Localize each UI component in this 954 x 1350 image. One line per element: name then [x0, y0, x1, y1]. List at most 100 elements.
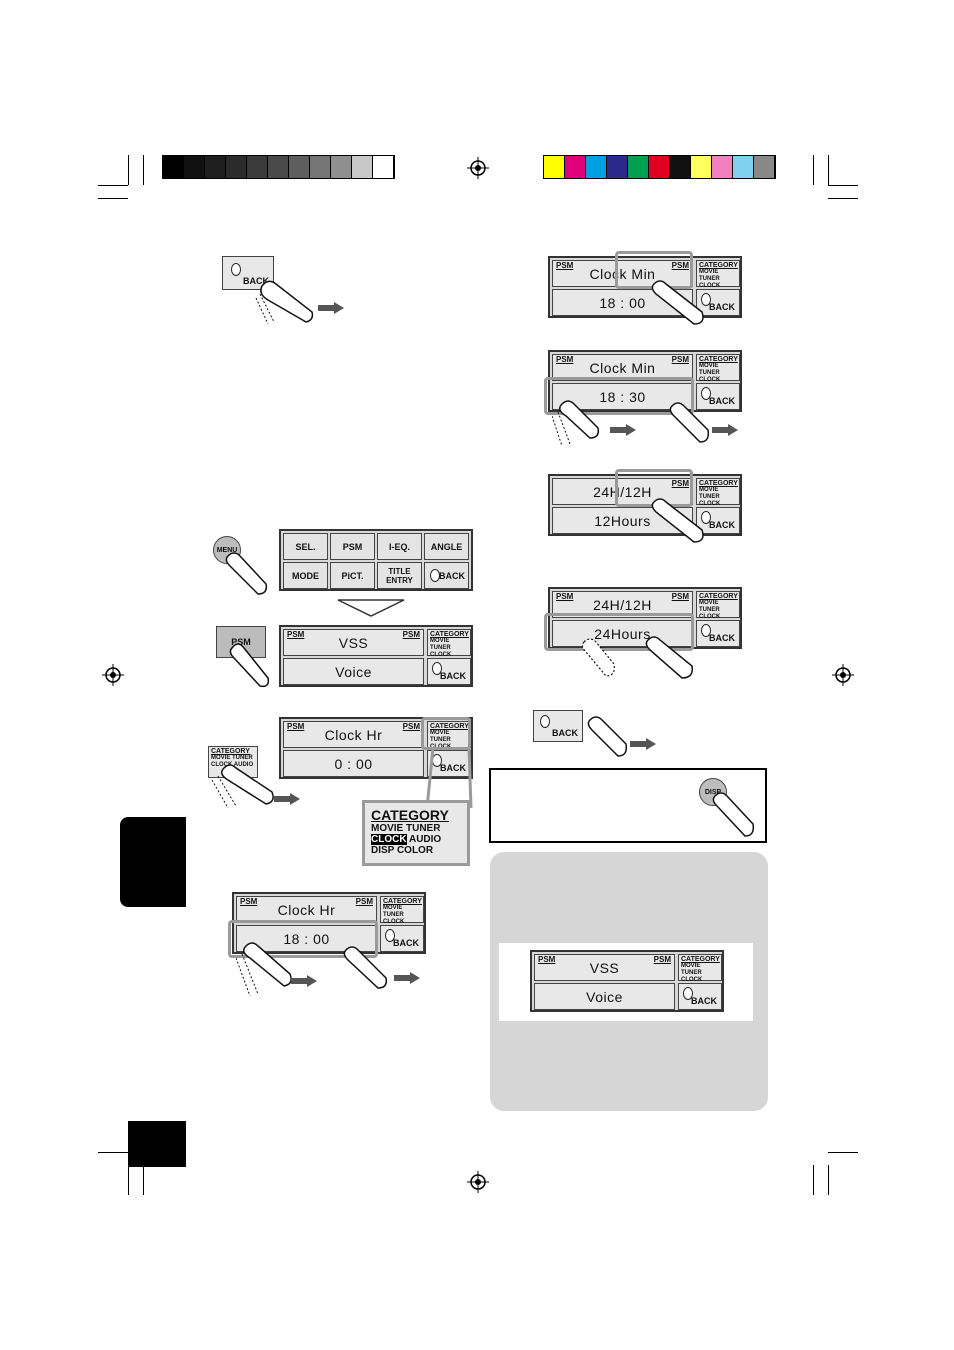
finger-icon	[669, 402, 710, 443]
crop-mark	[828, 198, 858, 199]
color-swatch	[733, 156, 754, 178]
color-swatch	[649, 156, 670, 178]
highlight-frame	[544, 613, 694, 651]
back-button[interactable]: BACK	[696, 383, 740, 410]
knob-icon	[540, 715, 550, 728]
knob-icon	[430, 569, 440, 582]
psm-label: PSM	[231, 637, 251, 647]
finger-icon	[552, 400, 600, 446]
callout-line	[425, 748, 473, 809]
category-zoom-row1: MOVIE TUNER	[371, 823, 441, 834]
category-zoom-clock: CLOCK	[371, 834, 407, 845]
back-label: BACK	[243, 276, 269, 286]
disp-label: DISP	[704, 788, 722, 796]
arrow-right-icon	[318, 302, 344, 314]
gray-swatch	[331, 156, 352, 178]
page-number-block	[128, 1121, 186, 1167]
finger-icon	[581, 638, 615, 677]
finger-icon	[712, 792, 755, 837]
color-swatch	[712, 156, 733, 178]
arrow-right-icon	[291, 975, 317, 987]
color-bar	[543, 155, 776, 179]
crop-mark	[828, 155, 829, 185]
color-swatch	[670, 156, 691, 178]
menu-item-angle[interactable]: ANGLE	[424, 533, 469, 560]
back-button[interactable]: BACK	[427, 750, 471, 777]
registration-mark-icon	[467, 1171, 489, 1193]
back-button[interactable]: BACK	[696, 289, 740, 316]
finger-icon	[651, 498, 704, 543]
menu-item-pict[interactable]: PiCT.	[330, 562, 375, 589]
top-field[interactable]: PSM 24H/12H	[552, 478, 693, 505]
menu-item-ieq[interactable]: I-EQ.	[377, 533, 422, 560]
registration-mark-icon	[102, 664, 124, 686]
gray-swatch	[163, 156, 184, 178]
arrow-right-icon	[274, 793, 300, 805]
finger-icon	[651, 280, 704, 325]
menu-item-sel[interactable]: SEL.	[283, 533, 328, 560]
crop-mark	[813, 155, 814, 185]
crop-mark	[828, 185, 858, 186]
registration-mark-icon	[467, 157, 489, 179]
crop-mark	[813, 1165, 814, 1195]
back-button[interactable]: BACK	[380, 925, 424, 952]
crop-mark	[98, 185, 128, 186]
bottom-field[interactable]: 18 : 30	[552, 383, 693, 410]
crop-mark	[98, 1152, 128, 1153]
finger-icon	[211, 764, 274, 808]
bottom-field[interactable]: 24Hours	[552, 620, 693, 647]
crop-mark	[143, 155, 144, 185]
color-swatch	[586, 156, 607, 178]
back-label: BACK	[552, 728, 578, 738]
menu-item-psm[interactable]: PSM	[330, 533, 375, 560]
back-button[interactable]: BACK	[533, 710, 583, 742]
color-swatch	[691, 156, 712, 178]
gray-swatch	[373, 156, 394, 178]
menu-item-back[interactable]: BACK	[424, 562, 469, 589]
bottom-field[interactable]: Voice	[534, 983, 675, 1010]
back-button[interactable]: BACK	[427, 658, 471, 685]
gray-swatch	[289, 156, 310, 178]
menu-item-title-entry[interactable]: TITLE ENTRY	[377, 562, 422, 589]
highlight-frame	[544, 377, 694, 415]
bottom-field[interactable]: Voice	[283, 658, 424, 685]
arrow-down-icon	[337, 599, 405, 617]
gray-swatch	[184, 156, 205, 178]
bottom-field[interactable]: 0 : 00	[283, 750, 424, 777]
finger-icon	[645, 636, 694, 679]
gray-swatch	[352, 156, 373, 178]
highlight-frame	[228, 920, 378, 958]
finger-icon	[587, 716, 628, 757]
grayscale-bar	[162, 155, 395, 179]
back-button[interactable]: BACK	[678, 983, 722, 1010]
menu-item-mode[interactable]: MODE	[283, 562, 328, 589]
arrow-right-icon	[630, 738, 656, 750]
back-button[interactable]: BACK	[696, 507, 740, 534]
category-zoom-row3: DISP COLOR	[371, 845, 434, 856]
menu-grid-screen: SEL. PSM I-EQ. ANGLE MODE PiCT. TITLE EN…	[279, 529, 473, 591]
highlight-frame	[421, 717, 471, 750]
disp-note-box: DISP	[489, 768, 767, 843]
crop-mark	[128, 155, 129, 185]
color-swatch	[544, 156, 565, 178]
gray-swatch	[268, 156, 289, 178]
back-button[interactable]: BACK	[696, 620, 740, 647]
color-swatch	[628, 156, 649, 178]
